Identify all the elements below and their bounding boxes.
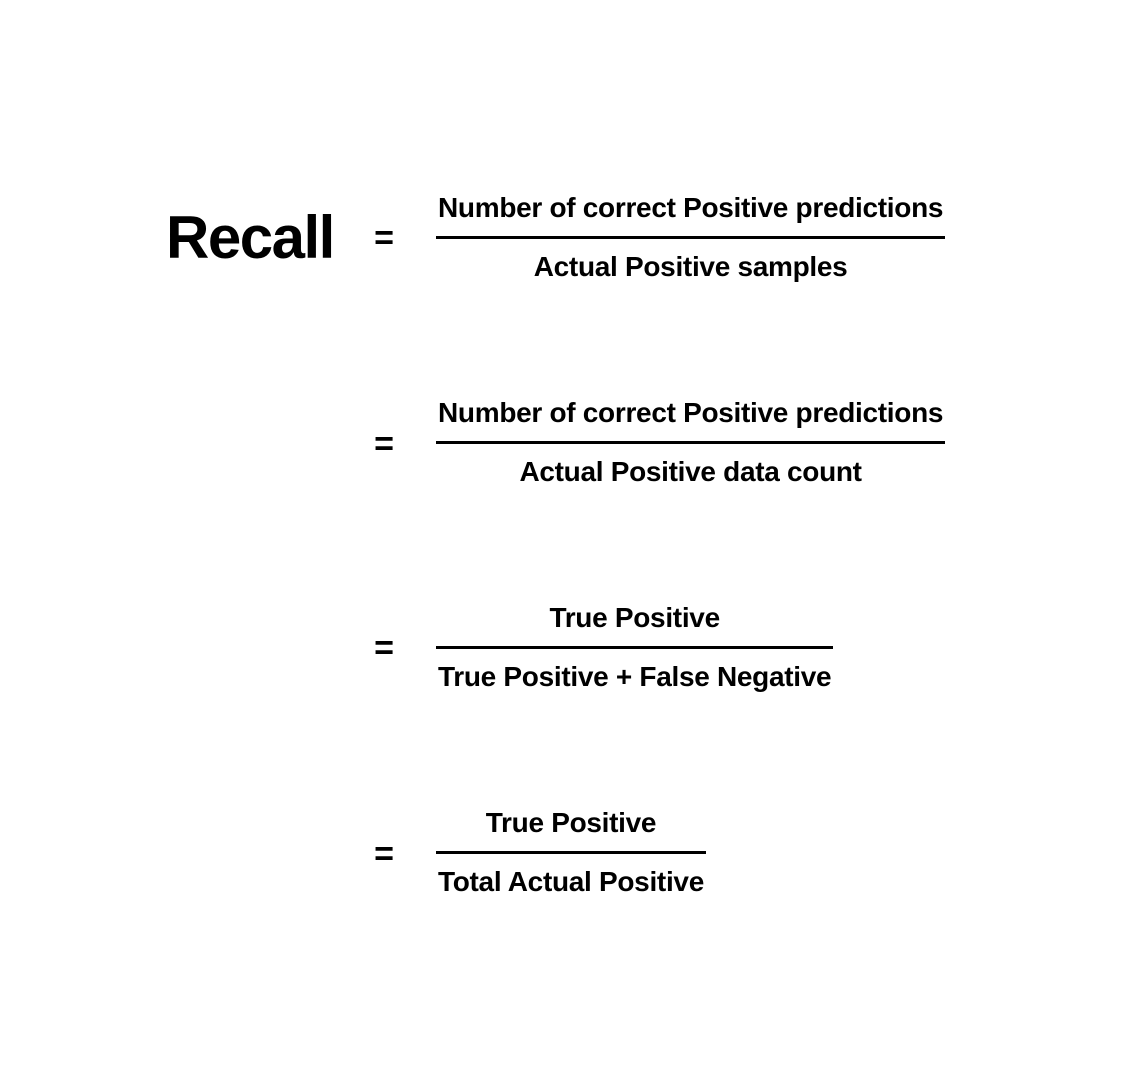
equals-sign-3: = — [374, 629, 394, 667]
fraction-1-bar — [436, 236, 946, 239]
equals-sign-4: = — [374, 835, 394, 873]
fraction-step-4: True Positive Total Actual Positive — [436, 803, 706, 902]
fraction-1-denominator: Actual Positive samples — [533, 251, 848, 282]
fraction-4-numerator: True Positive — [485, 807, 657, 838]
equals-sign-1: = — [374, 219, 394, 257]
recall-title: Recall — [166, 204, 335, 271]
fraction-3-numerator: True Positive — [549, 602, 720, 633]
fraction-1-numerator: Number of correct Positive predictions — [438, 192, 944, 223]
fraction-2-numerator: Number of correct Positive predictions — [438, 397, 944, 428]
equals-sign-2: = — [374, 425, 394, 463]
fraction-step-1: Number of correct Positive predictions A… — [436, 188, 946, 287]
fraction-step-3: True Positive True Positive + False Nega… — [436, 598, 834, 697]
fraction-3-bar — [436, 646, 834, 649]
fraction-2-denominator: Actual Positive data count — [519, 456, 862, 487]
fraction-2-bar — [436, 441, 946, 444]
fraction-4-bar — [436, 851, 706, 854]
fraction-step-2: Number of correct Positive predictions A… — [436, 393, 946, 492]
fraction-3-denominator: True Positive + False Negative — [438, 661, 832, 692]
fraction-4-denominator: Total Actual Positive — [438, 866, 704, 897]
